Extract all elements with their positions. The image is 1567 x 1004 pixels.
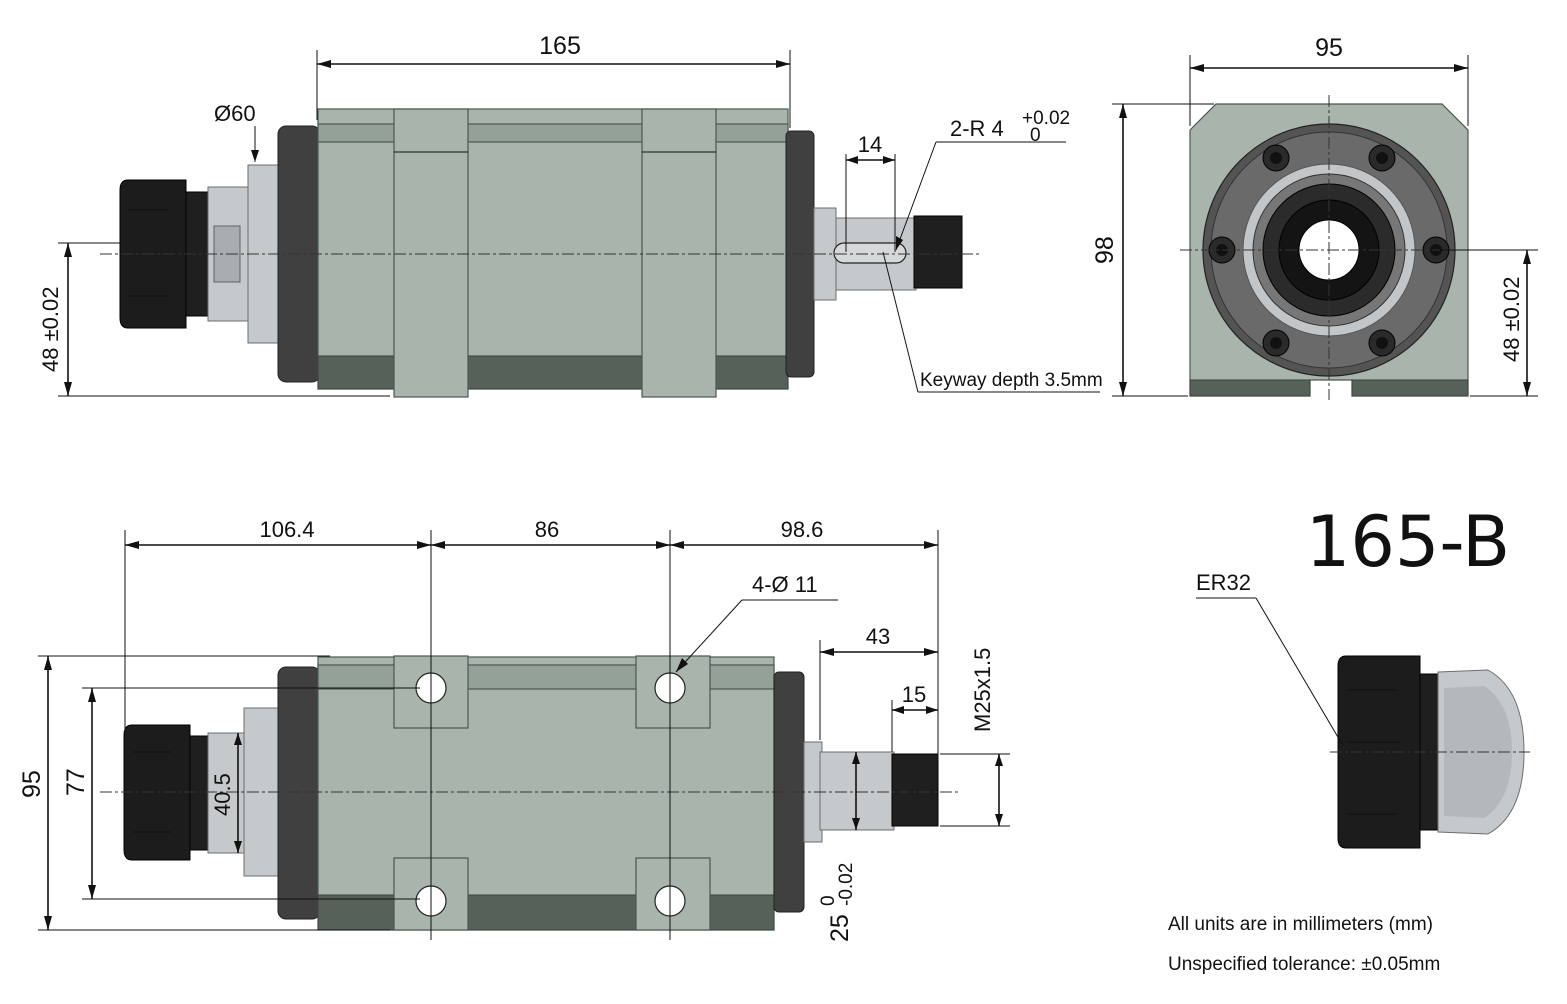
shaft-tol-lower: -0.02	[836, 863, 857, 906]
dim-hole-span: 86	[535, 517, 559, 542]
keyway-tol-upper: +0.02	[1022, 108, 1070, 129]
thread-size: M25x1.5	[970, 648, 995, 732]
keyway-slot	[833, 242, 907, 264]
drive-shaft-top	[819, 751, 895, 831]
dim-shaft-length: 43	[866, 624, 890, 649]
top-view: 106.4 86 98.6 4-Ø 11 43 15 M25x1.5 95	[18, 517, 1010, 942]
shaft-thread	[913, 215, 963, 289]
shaft-thread-top	[891, 753, 939, 827]
keyway-depth: Keyway depth 3.5mm	[920, 370, 1103, 391]
hole-callout: 4-Ø 11	[752, 572, 818, 597]
tolerance-note: Unspecified tolerance: ±0.05mm	[1168, 954, 1440, 975]
dim-thread-length: 15	[902, 682, 926, 707]
model-title: 165-B	[1306, 501, 1510, 583]
dim-flange-dia: Ø60	[214, 101, 256, 126]
dim-key-offset: 14	[858, 132, 882, 157]
dim-right-span: 98.6	[781, 517, 824, 542]
dim-shaft-dia: 25	[826, 914, 854, 942]
dim-hole-spacing: 77	[62, 768, 90, 796]
collet-label: ER32	[1196, 570, 1251, 595]
dim-length: 165	[539, 32, 581, 60]
keyway-radius: 2-R 4	[950, 116, 1004, 141]
end-view: 95 98 48 ±0.02	[1091, 34, 1538, 400]
front-flange-top	[277, 666, 321, 920]
dim-left-span: 106.4	[259, 517, 314, 542]
dim-top-width: 95	[18, 770, 46, 798]
housing-body	[317, 108, 789, 390]
dim-end-width: 95	[1315, 34, 1343, 62]
collet-view: 165-B ER32 All units are in millimeters …	[1168, 501, 1530, 975]
mount-block-left	[393, 108, 469, 398]
keyway-tol-lower: 0	[1030, 125, 1041, 146]
shaft-tol-upper: 0	[818, 895, 839, 906]
dim-end-height: 98	[1091, 236, 1119, 264]
units-note: All units are in millimeters (mm)	[1168, 914, 1433, 935]
side-view: 165 Ø60 14 2-R 4 +0.02 0 Keyway depth 3.…	[38, 32, 1103, 398]
dim-end-center-height: 48 ±0.02	[1499, 277, 1524, 362]
mount-block-right	[641, 108, 717, 398]
dim-neck-dia: 40.5	[210, 773, 235, 816]
dim-center-height: 48 ±0.02	[38, 287, 63, 372]
